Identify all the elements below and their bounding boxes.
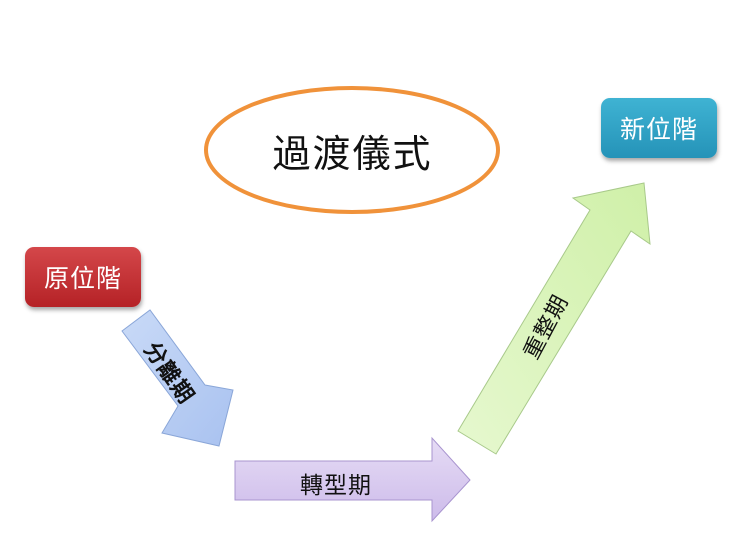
transition-label: 轉型期	[300, 473, 372, 499]
new-status-box: 新位階	[601, 98, 717, 158]
diagram-title: 過渡儀式	[272, 131, 433, 176]
origin-status-label: 原位階	[43, 264, 122, 293]
separation-arrow	[121, 309, 234, 447]
transition-arrow	[234, 436, 471, 523]
reintegration-arrow	[457, 182, 651, 455]
new-status-label: 新位階	[619, 115, 698, 144]
origin-status-box: 原位階	[25, 247, 141, 307]
title-ellipse	[204, 86, 500, 214]
